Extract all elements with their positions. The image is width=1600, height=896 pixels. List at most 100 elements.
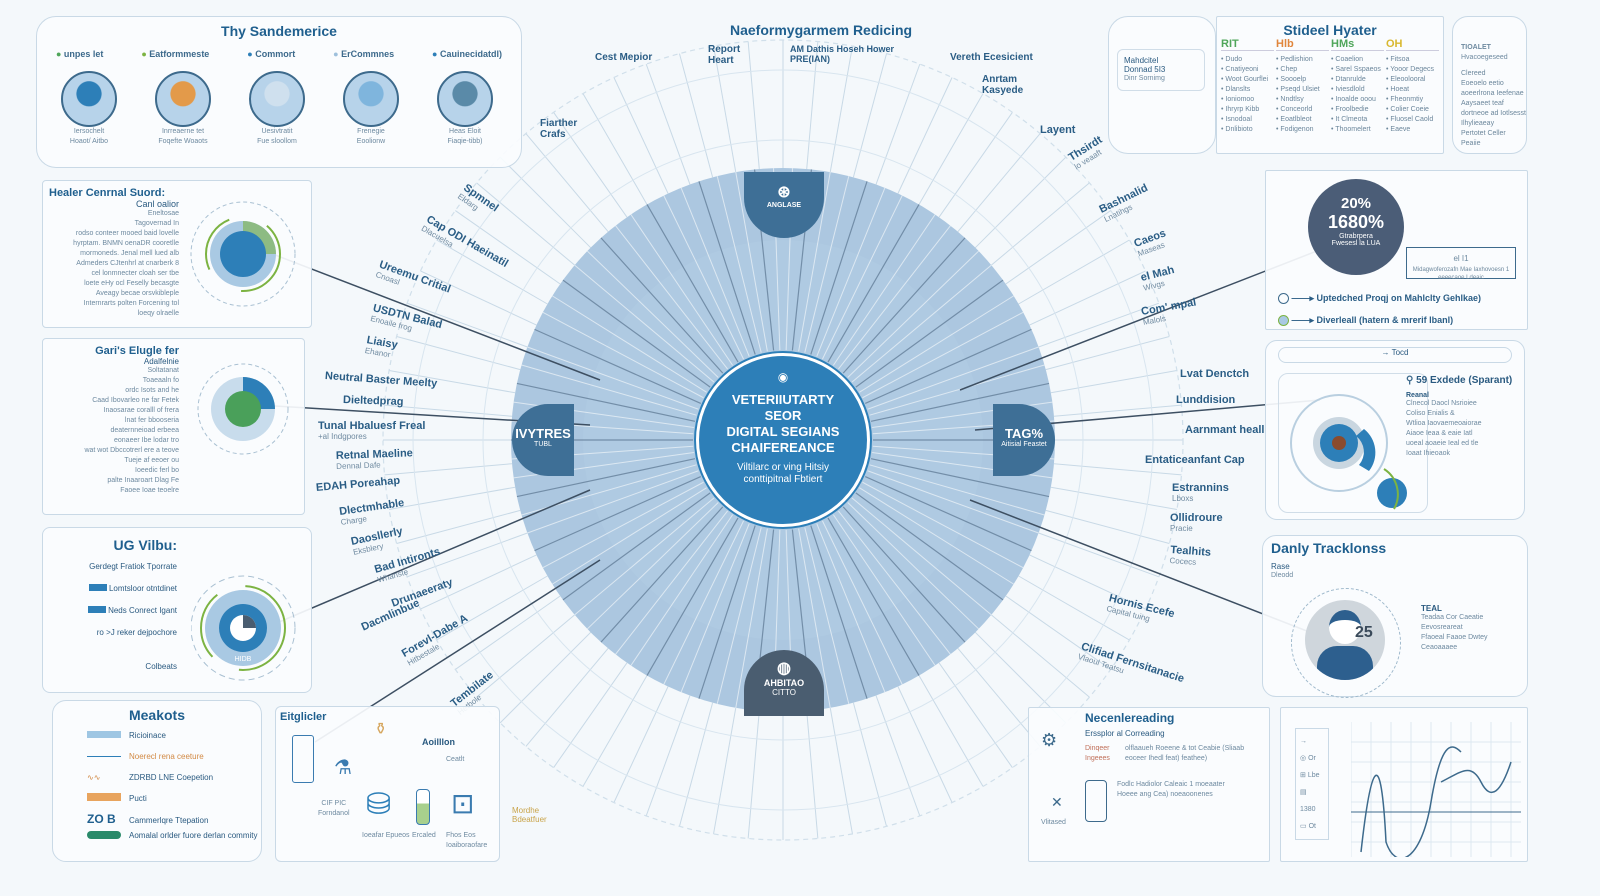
inner-spoke (663, 520, 744, 685)
list-item: Fluosel Caold (1386, 115, 1439, 125)
outer-spoke (384, 404, 513, 417)
inner-spoke (552, 295, 707, 393)
inner-spoke (810, 525, 868, 699)
line-chart (1351, 722, 1521, 857)
inner-spoke (615, 510, 728, 655)
outer-spoke (747, 710, 760, 839)
tocd-bar[interactable]: → Tocd (1278, 347, 1512, 363)
text-line: Aveagy becae orsvkibleple (95, 290, 179, 297)
text-line: mormoneds. Jenal mell lued alb (80, 250, 179, 257)
outer-spoke (613, 686, 669, 803)
center-hub[interactable]: ◉ VETERIIUTARTY SEOR DIGITAL SEGIANS CHA… (696, 353, 870, 527)
text-line: Teadaa Cor Caeatie (1421, 614, 1484, 621)
outer-spoke (1045, 509, 1170, 545)
vilbu-item: ro >J reker dejpochore (96, 628, 177, 637)
inner-spoke (847, 250, 980, 378)
left-spoke-label: Tunal Hbaluesf Freal+al Indgpores (318, 420, 426, 441)
tab-right[interactable]: TAG% Aitisial Feastet (993, 404, 1055, 476)
outer-spoke (806, 41, 819, 170)
neuro-title: Necenlereading (1085, 711, 1175, 725)
x-label: Vlitased (1041, 819, 1066, 826)
outer-spoke (1053, 463, 1182, 476)
list-item: Hoeat (1386, 85, 1439, 95)
outer-spoke (582, 93, 648, 205)
center-title-4: CHAIFEREANCE (731, 440, 835, 455)
center-title-3: DIGITAL SEGIANS (726, 424, 840, 439)
phone-icon (1085, 780, 1107, 822)
inner-spoke (816, 523, 886, 693)
inner-spoke (827, 517, 920, 676)
list-item: Colier Coeie (1386, 105, 1439, 115)
text-line: cel lonmnecter cloah ser tbe (91, 270, 179, 277)
stideel-column: OHFitsoaYooor DegecsEleoolooralHoeatFheo… (1386, 38, 1439, 135)
inner-spoke (735, 528, 768, 708)
healer-sub2: Eneltosae (147, 210, 179, 217)
right-spoke-label: Lvat Denctch (1180, 368, 1250, 380)
outer-spoke (476, 182, 575, 266)
jar-icon: ⛁ (366, 788, 392, 821)
healer-donut (190, 201, 296, 307)
tab-top[interactable]: ⊛ ANGLASE (744, 172, 824, 238)
inner-spoke (646, 204, 739, 363)
mahdcitel-line: Dinr Sornimg (1124, 75, 1165, 82)
stideel-column: RITDudoCnatiyeoniWoot GourfleiDlansltsIo… (1221, 38, 1274, 135)
inner-spoke (615, 225, 728, 370)
list-item: Pertotet Celler Peaiie (1461, 130, 1506, 147)
outer-spoke (499, 156, 592, 249)
top-label: Cest Mepior (595, 52, 653, 63)
inner-spoke (574, 497, 715, 616)
top-label: AM Dathis Hoseh Hower PRE(IAN) (790, 44, 895, 64)
outer-spoke (406, 532, 528, 578)
outer-spoke (388, 486, 516, 510)
inner-spoke (838, 225, 951, 370)
inner-spoke (864, 328, 1032, 404)
outer-spoke (396, 335, 521, 371)
legend-row: Noerecl rena ceeture (87, 746, 261, 767)
outer-spoke (1050, 486, 1178, 510)
inner-spoke (851, 264, 992, 383)
text-line: eonaeer Ibe lodar tro (114, 437, 179, 444)
inner-spoke (552, 487, 707, 585)
neuro-sub: Erssplor al Correading (1085, 729, 1165, 738)
text-line: palte Inaaroart Dlag Fe (107, 477, 179, 484)
list-item: Thoomelert (1331, 125, 1384, 135)
text-line: loeqy olraelle (137, 310, 179, 317)
outer-spoke (875, 63, 921, 185)
tab-bottom[interactable]: ◍ AHBITAO CITTO (744, 650, 824, 716)
center-subtitle-2: conttipitnal Fbtiert (743, 474, 823, 485)
inner-spoke (600, 506, 724, 643)
stat-legend-item: ——▸ Diverleall (hatern & mrerif lbanl) (1278, 309, 1481, 331)
list-item: Cnatiyeoni (1221, 65, 1274, 75)
list-item: Sarel Sspaeos (1331, 65, 1384, 75)
outer-spoke (436, 575, 548, 641)
inner-spoke (630, 514, 734, 666)
inner-spoke (698, 525, 756, 699)
outer-spoke (991, 182, 1090, 266)
healer-panel: Healer Cenrnal Suord: Canl oalior Enelto… (42, 180, 312, 328)
tab-left[interactable]: IVYTRES TUBL (512, 404, 574, 476)
outer-spoke (747, 41, 760, 170)
meakots-title: Meakots (128, 707, 186, 723)
text-line: Tueje af eeoer ou (124, 457, 179, 464)
outer-spoke (1029, 554, 1146, 610)
mahdcitel-panel: Mahdcitel Donnad 5I3 Dinr Sornimg (1108, 16, 1216, 154)
inner-spoke (516, 458, 696, 498)
badge-icon: ⊛ (777, 184, 791, 201)
label: Fhos Eos Ioaiboraofare (446, 832, 488, 849)
persona-icon (61, 71, 117, 127)
text-line: ordc Isots and he (125, 387, 179, 394)
close-icon[interactable]: ✕ (1051, 794, 1063, 810)
service-title: Thy Sandemerice (221, 23, 337, 39)
inner-spoke (859, 487, 1014, 585)
text-line: Wtlioa Iaovaemeoaiorae (1406, 420, 1482, 427)
inner-spoke (680, 187, 750, 357)
tracking-sub: Rase (1271, 562, 1290, 571)
inner-spoke (542, 481, 704, 569)
shield-icon: ◉ (777, 370, 789, 384)
